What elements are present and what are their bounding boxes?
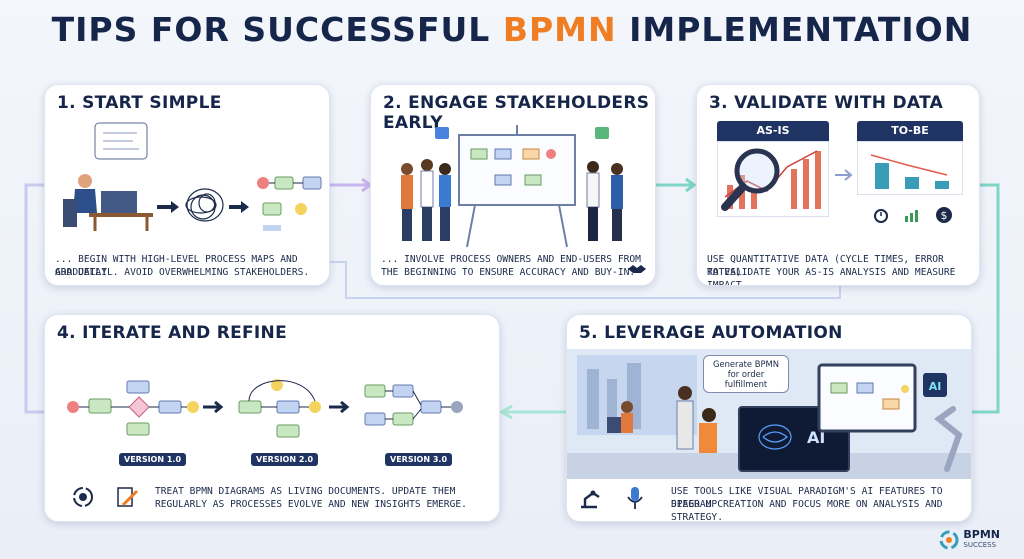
gear-cycle-icon <box>73 487 93 507</box>
title-suffix: IMPLEMENTATION <box>616 10 973 49</box>
microphone-icon <box>627 487 643 509</box>
data-arrow <box>835 169 853 181</box>
stopwatch-icon <box>874 209 888 223</box>
handshake-icon <box>628 265 646 273</box>
to-be-header: TO-BE <box>857 121 963 141</box>
pencil-doc-icon <box>117 487 139 507</box>
title-highlight: BPMN <box>502 10 617 49</box>
robot-arm-icon <box>581 490 600 509</box>
version-label-1: VERSION 1.0 <box>119 453 187 466</box>
logo-mark-icon <box>939 530 959 550</box>
card-desc-line2: REGULARLY AS PROCESSES EVOLVE AND NEW IN… <box>155 499 467 510</box>
start-simple-illustration <box>63 122 322 231</box>
card-validate-data: 3. VALIDATE WITH DATA AS-IS TO-BE $ USE … <box>696 84 980 286</box>
title-prefix: TIPS FOR SUCCESSFUL <box>51 10 503 49</box>
to-be-chart <box>857 141 963 195</box>
card-desc-line1: ... BEGIN WITH HIGH-LEVEL PROCESS MAPS A… <box>55 254 298 278</box>
card-engage-stakeholders: 2. ENGAGE STAKEHOLDERS EARLY ... INVOLVE… <box>370 84 656 286</box>
card-leverage-automation: 5. LEVERAGE AUTOMATION AI AI Generate BP… <box>566 314 972 522</box>
card-desc-line2: ADD DETAIL. AVOID OVERWHELMING STAKEHOLD… <box>55 267 310 278</box>
svg-text:AI: AI <box>929 380 942 393</box>
card-heading: 1. START SIMPLE <box>57 93 222 113</box>
card-desc-line2: DIAGRAM CREATION AND FOCUS MORE ON ANALY… <box>671 499 943 522</box>
card-desc-line2: TO VALIDATE YOUR AS-IS ANALYSIS AND MEAS… <box>707 267 956 286</box>
svg-text:AI: AI <box>807 428 825 447</box>
as-is-header: AS-IS <box>717 121 829 141</box>
card-desc-line1: ... INVOLVE PROCESS OWNERS AND END-USERS… <box>381 254 641 265</box>
magnifier-icon <box>721 148 780 211</box>
svg-text:$: $ <box>941 209 948 222</box>
logo-name: BPMN <box>963 528 1000 541</box>
chart-icon <box>905 210 918 222</box>
logo-sub: SUCCESS <box>963 541 997 549</box>
prompt-bubble: Generate BPMN for order fulfillment <box>703 355 789 393</box>
version-label-3: VERSION 3.0 <box>385 453 453 466</box>
card-heading: 3. VALIDATE WITH DATA <box>709 93 944 113</box>
page-title: TIPS FOR SUCCESSFUL BPMN IMPLEMENTATION <box>0 10 1024 49</box>
card-desc-line1: TREAT BPMN DIAGRAMS AS LIVING DOCUMENTS.… <box>155 486 456 497</box>
card-iterate-refine: 4. ITERATE AND REFINE VERSION 1.0 VERSIO… <box>44 314 500 522</box>
automation-scene: AI AI <box>567 349 971 479</box>
card-start-simple: 1. START SIMPLE ... BEGIN WITH HIGH-LEVE… <box>44 84 330 286</box>
dollar-icon: $ <box>936 207 952 223</box>
as-is-chart <box>717 141 829 217</box>
card-desc-line1: USE TOOLS LIKE VISUAL PARADIGM'S AI FEAT… <box>671 486 943 510</box>
iterate-diagrams <box>67 379 463 438</box>
stakeholders-illustration <box>401 125 623 248</box>
card-desc-line1: USE QUANTITATIVE DATA (CYCLE TIMES, ERRO… <box>707 254 944 278</box>
card-heading: 4. ITERATE AND REFINE <box>57 323 287 343</box>
card-desc-line2: THE BEGINNING TO ENSURE ACCURACY AND BUY… <box>381 267 636 278</box>
version-label-2: VERSION 2.0 <box>251 453 319 466</box>
card-heading: 5. LEVERAGE AUTOMATION <box>579 323 843 343</box>
card-heading: 2. ENGAGE STAKEHOLDERS EARLY <box>383 93 650 133</box>
